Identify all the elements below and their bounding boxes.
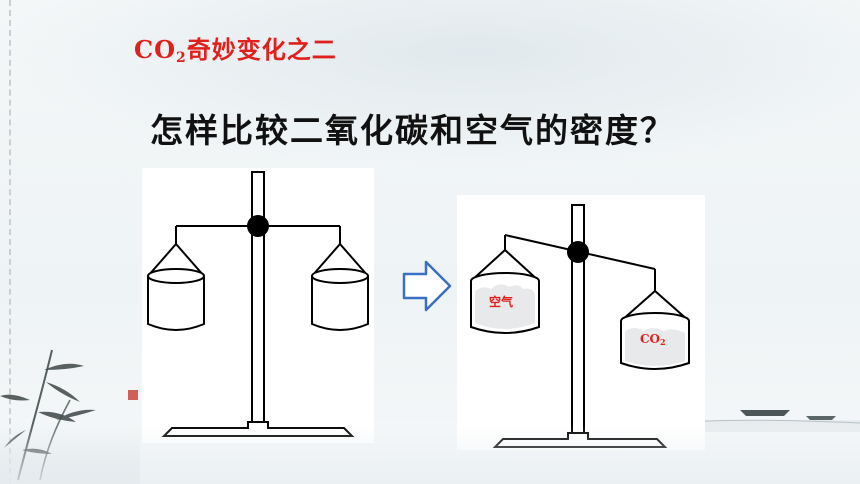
balanced-scale-diagram — [142, 168, 374, 443]
left-dashed-border — [9, 0, 11, 484]
slide-subtitle: CO2奇妙变化之二 — [134, 35, 337, 66]
right-arrow-icon — [402, 260, 452, 312]
background-haze — [0, 0, 860, 170]
bottom-mist — [0, 424, 860, 484]
tilted-scale-diagram — [457, 195, 705, 450]
co2-label: CO2 — [640, 332, 666, 347]
slide-question: 怎样比较二氧化碳和空气的密度？ — [150, 111, 675, 150]
air-label: 空气 — [489, 295, 514, 309]
